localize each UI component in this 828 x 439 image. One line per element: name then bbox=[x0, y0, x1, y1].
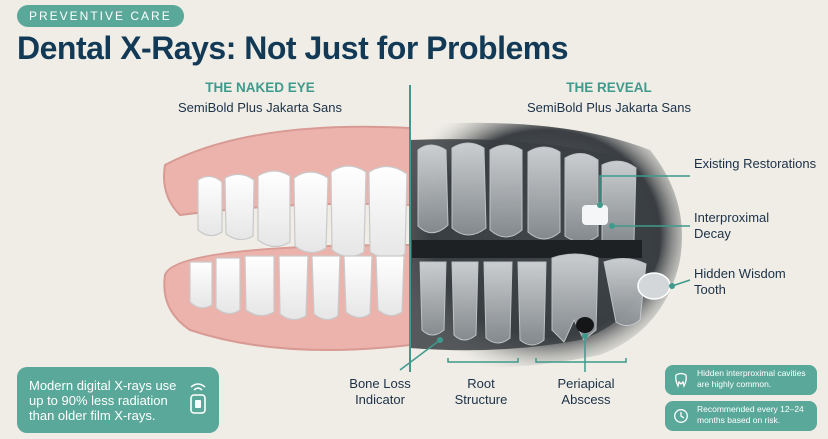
root-bracket bbox=[447, 358, 519, 363]
naked-eye-subheading: SemiBold Plus Jakarta Sans bbox=[177, 100, 343, 115]
reveal-heading: THE REVEAL bbox=[566, 80, 652, 95]
reveal-header: THE REVEAL SemiBold Plus Jakarta Sans bbox=[489, 80, 729, 115]
tip-interproximal-text: Hidden interproximal cavities are highly… bbox=[697, 368, 806, 389]
radiation-info-card: Modern digital X-rays use up to 90% less… bbox=[17, 367, 219, 433]
tip-frequency-text: Recommended every 12–24 months based on … bbox=[697, 404, 804, 425]
reveal-subheading: SemiBold Plus Jakarta Sans bbox=[526, 100, 692, 115]
naked-eye-header: THE NAKED EYE SemiBold Plus Jakarta Sans bbox=[140, 80, 380, 115]
xray-panel bbox=[410, 122, 682, 369]
restorations-leader bbox=[599, 175, 690, 205]
label-bone-loss: Bone Loss Indicator bbox=[349, 376, 411, 407]
tip-interproximal: Hidden interproximal cavities are highly… bbox=[665, 365, 817, 395]
abscess-bracket bbox=[535, 358, 627, 363]
clock-icon bbox=[674, 409, 688, 423]
tooth-icon bbox=[675, 372, 687, 388]
label-hidden-wisdom-tooth: Hidden Wisdom Tooth bbox=[694, 266, 786, 297]
page-title: Dental X-Rays: Not Just for Problems bbox=[17, 30, 569, 66]
naked-eye-panel bbox=[163, 125, 411, 351]
label-periapical-abscess: Periapical Abscess bbox=[557, 376, 615, 407]
naked-eye-heading: THE NAKED EYE bbox=[205, 80, 315, 95]
label-existing-restorations: Existing Restorations bbox=[694, 156, 817, 171]
wisdom-leader bbox=[671, 279, 691, 287]
label-interproximal-decay: Interproximal Decay bbox=[694, 210, 770, 241]
wisdom-tooth-mark bbox=[637, 272, 671, 300]
label-root-structure: Root Structure bbox=[454, 376, 508, 407]
radiation-info-text: Modern digital X-rays use up to 90% less… bbox=[29, 378, 177, 423]
xray-sensor-icon bbox=[190, 383, 206, 414]
abscess-mark bbox=[576, 317, 594, 333]
restoration-mark bbox=[582, 205, 608, 225]
tip-frequency: Recommended every 12–24 months based on … bbox=[665, 401, 817, 431]
category-badge: PREVENTIVE CARE bbox=[17, 5, 184, 27]
bone-loss-leader bbox=[399, 339, 441, 371]
